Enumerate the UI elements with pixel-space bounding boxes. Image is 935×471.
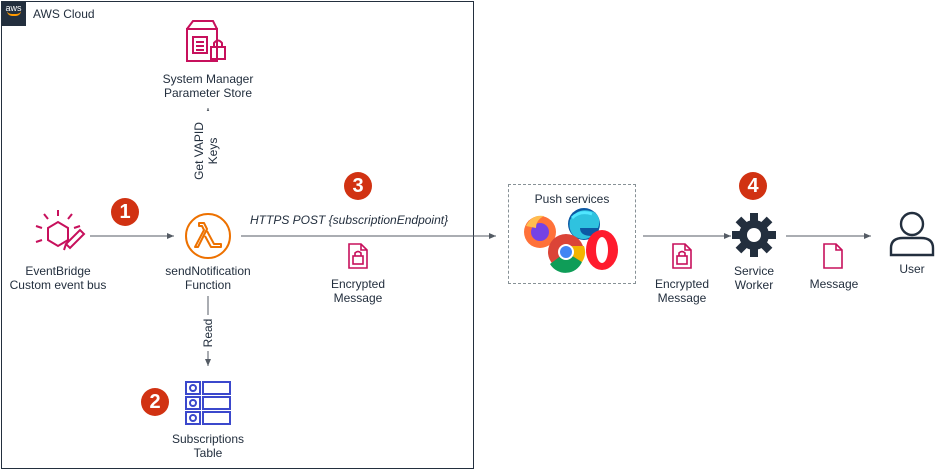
- user-label: User: [899, 262, 925, 276]
- read-label: Read: [201, 315, 215, 351]
- eventbridge-icon: [35, 210, 86, 251]
- get-vapid-keys-label: Get VAPID Keys: [192, 111, 220, 191]
- gear-icon: [732, 213, 776, 257]
- encrypted-message-label-1: Encrypted Message: [330, 277, 386, 305]
- lambda-icon: [185, 213, 231, 259]
- eventbridge-label: EventBridge Custom event bus: [9, 264, 107, 292]
- step-badge-2: 2: [141, 388, 169, 416]
- aws-logo-text: aws: [5, 3, 22, 13]
- step-badge-3: 3: [344, 172, 372, 200]
- lambda-label: sendNotification Function: [165, 264, 251, 292]
- step-badge-4: 4: [739, 172, 767, 200]
- service-worker-label: Service Worker: [733, 264, 774, 292]
- aws-logo-icon: aws: [1, 1, 26, 26]
- aws-cloud-label: AWS Cloud: [33, 7, 95, 21]
- https-post-label: HTTPS POST {subscriptionEndpoint}: [250, 213, 449, 227]
- aws-cloud-group: [1, 1, 474, 469]
- parameter-store-label: System Manager Parameter Store: [162, 72, 254, 100]
- user-icon: [889, 211, 935, 257]
- message-label: Message: [809, 277, 859, 291]
- message-document-icon: [823, 243, 843, 269]
- browser-logos-icon: [524, 208, 618, 273]
- push-services-label: Push services: [534, 192, 610, 206]
- step-badge-1: 1: [111, 198, 139, 226]
- parameter-store-icon: [186, 20, 226, 62]
- encrypted-message-label-2: Encrypted Message: [654, 277, 710, 305]
- push-services-group: [508, 184, 636, 284]
- table-icon: [185, 381, 231, 425]
- encrypted-message-icon: [348, 243, 368, 269]
- table-label: Subscriptions Table: [171, 432, 245, 460]
- encrypted-message-icon-2: [672, 243, 692, 269]
